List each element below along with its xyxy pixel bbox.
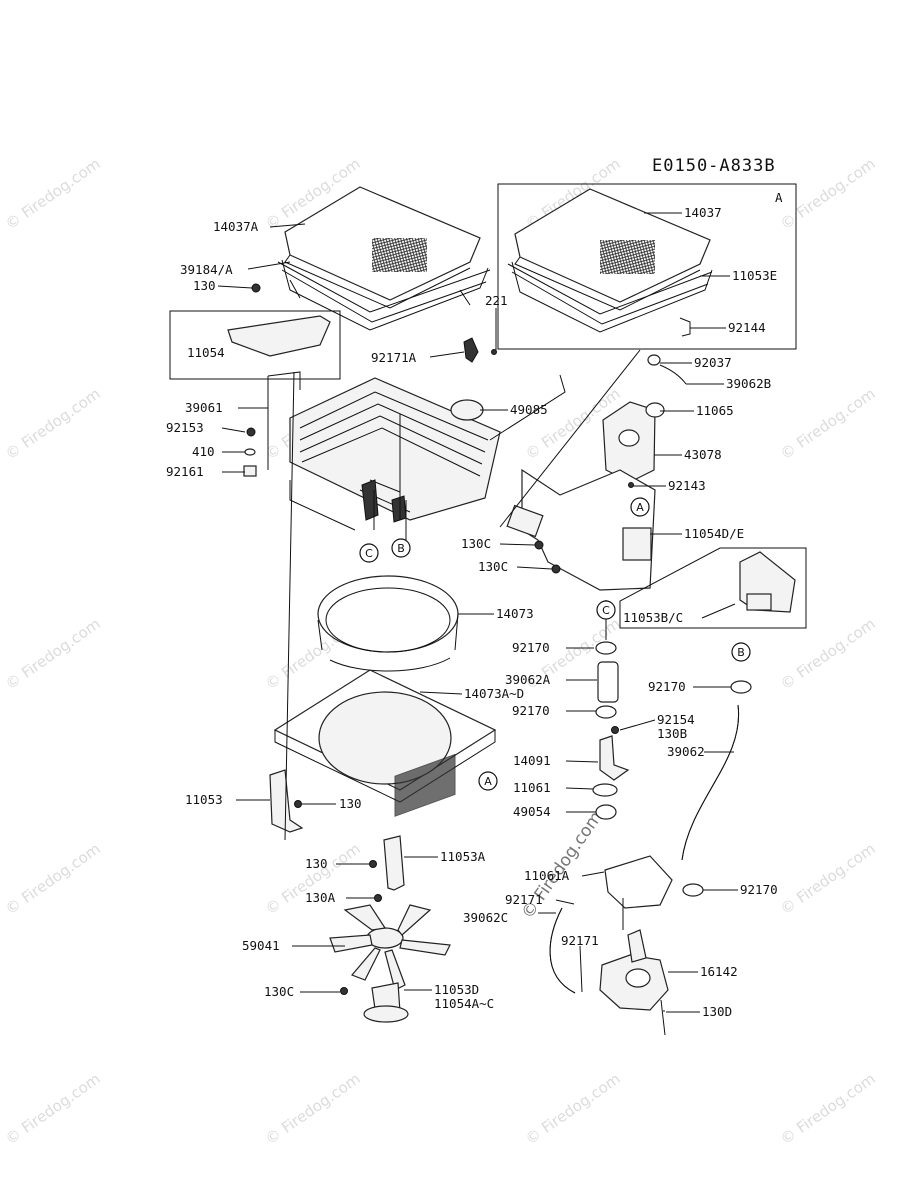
reserve-tank <box>602 401 665 483</box>
callout-92170: 92170 <box>512 703 550 718</box>
callout-14037A: 14037A <box>213 219 259 234</box>
callout-130: 130 <box>193 278 216 293</box>
radiator-cover-left <box>277 186 491 331</box>
watermark: © Firedog.com <box>2 1070 104 1149</box>
callout-11054AC: 11054A~C <box>434 996 494 1011</box>
guide-lines <box>267 349 641 540</box>
bracket-11054-box <box>169 310 341 380</box>
callout-14037: 14037 <box>684 205 722 220</box>
water-pump <box>599 929 669 1011</box>
callout-92037: 92037 <box>694 355 732 370</box>
callout-14091: 14091 <box>513 753 551 768</box>
callout-39062C: 39062C <box>463 910 508 925</box>
watermark: © Firedog.com <box>777 615 879 694</box>
watermark: © Firedog.com <box>2 385 104 464</box>
callout-16142: 16142 <box>700 964 738 979</box>
callout-92170: 92170 <box>512 640 550 655</box>
callout-11053BC: 11053B/C <box>623 610 683 625</box>
callout-130C: 130C <box>461 536 491 551</box>
callout-39062A: 39062A <box>505 672 551 687</box>
reference-markers: A A B B C C <box>359 497 751 791</box>
callout-130D: 130D <box>702 1004 732 1019</box>
callout-130C: 130C <box>478 559 508 574</box>
callout-11053: 11053 <box>185 792 223 807</box>
callout-92153: 92153 <box>166 420 204 435</box>
callout-92170: 92170 <box>648 679 686 694</box>
callout-11053D: 11053D <box>434 982 479 997</box>
watermark: © Firedog.com <box>262 840 364 919</box>
callout-92170: 92170 <box>740 882 778 897</box>
callout-130: 130 <box>305 856 328 871</box>
watermark: © Firedog.com <box>777 840 879 919</box>
callout-39062: 39062 <box>667 744 705 759</box>
cooling-fan <box>329 904 451 991</box>
ref-marker-c: C <box>602 604 610 617</box>
callout-49054: 49054 <box>513 804 551 819</box>
callout-130C: 130C <box>264 984 294 999</box>
callout-11053A: 11053A <box>440 849 486 864</box>
callout-labels: 14037A 39184/A 130 11054 221 92171A 1403… <box>166 205 778 1019</box>
ref-marker-b: B <box>737 646 745 659</box>
watermark: © Firedog.com <box>262 1070 364 1149</box>
radiator-cover-right <box>507 188 713 333</box>
parts-layer <box>169 186 807 1036</box>
callout-39062B: 39062B <box>726 376 771 391</box>
watermark: © Firedog.com <box>777 155 879 234</box>
option-box-a <box>497 183 797 350</box>
callout-49085: 49085 <box>510 402 548 417</box>
watermark: © Firedog.com <box>522 1070 624 1149</box>
ref-marker-c: C <box>365 547 373 560</box>
callout-11053E: 11053E <box>732 268 777 283</box>
callout-130: 130 <box>339 796 362 811</box>
fan-shroud-ring <box>317 575 459 672</box>
callout-39061: 39061 <box>185 400 223 415</box>
fan-shroud-plate <box>273 669 497 817</box>
callout-11061: 11061 <box>513 780 551 795</box>
callout-92171: 92171 <box>505 892 543 907</box>
callout-39184A: 39184/A <box>180 262 233 277</box>
callout-92161: 92161 <box>166 464 204 479</box>
watermark: © Firedog.com <box>2 615 104 694</box>
callout-11061A: 11061A <box>524 868 570 883</box>
callout-11054DE: 11054D/E <box>684 526 744 541</box>
callout-14073: 14073 <box>496 606 534 621</box>
callout-410: 410 <box>192 444 215 459</box>
option-box-a-marker: A <box>775 190 783 205</box>
watermark: © Firedog.com <box>777 385 879 464</box>
callout-92144: 92144 <box>728 320 766 335</box>
ref-marker-b: B <box>397 542 405 555</box>
callout-130B: 130B <box>657 726 687 741</box>
diagram-code: E0150-A833B <box>652 156 776 176</box>
watermark: © Firedog.com <box>2 840 104 919</box>
watermark: © Firedog.com <box>2 155 104 234</box>
callout-43078: 43078 <box>684 447 722 462</box>
callout-11054: 11054 <box>187 345 225 360</box>
watermark: © Firedog.com <box>777 1070 879 1149</box>
callout-11065: 11065 <box>696 403 734 418</box>
callout-92171A: 92171A <box>371 350 417 365</box>
option-box-bc <box>619 547 807 629</box>
callout-59041: 59041 <box>242 938 280 953</box>
callout-221: 221 <box>485 293 508 308</box>
callout-92154: 92154 <box>657 712 695 727</box>
callout-14073AD: 14073A~D <box>464 686 524 701</box>
leader-lines <box>217 212 738 1013</box>
callout-92171: 92171 <box>561 933 599 948</box>
callout-130A: 130A <box>305 890 336 905</box>
callout-92143: 92143 <box>668 478 706 493</box>
ref-marker-a: A <box>636 501 644 514</box>
ref-marker-a: A <box>484 775 492 788</box>
